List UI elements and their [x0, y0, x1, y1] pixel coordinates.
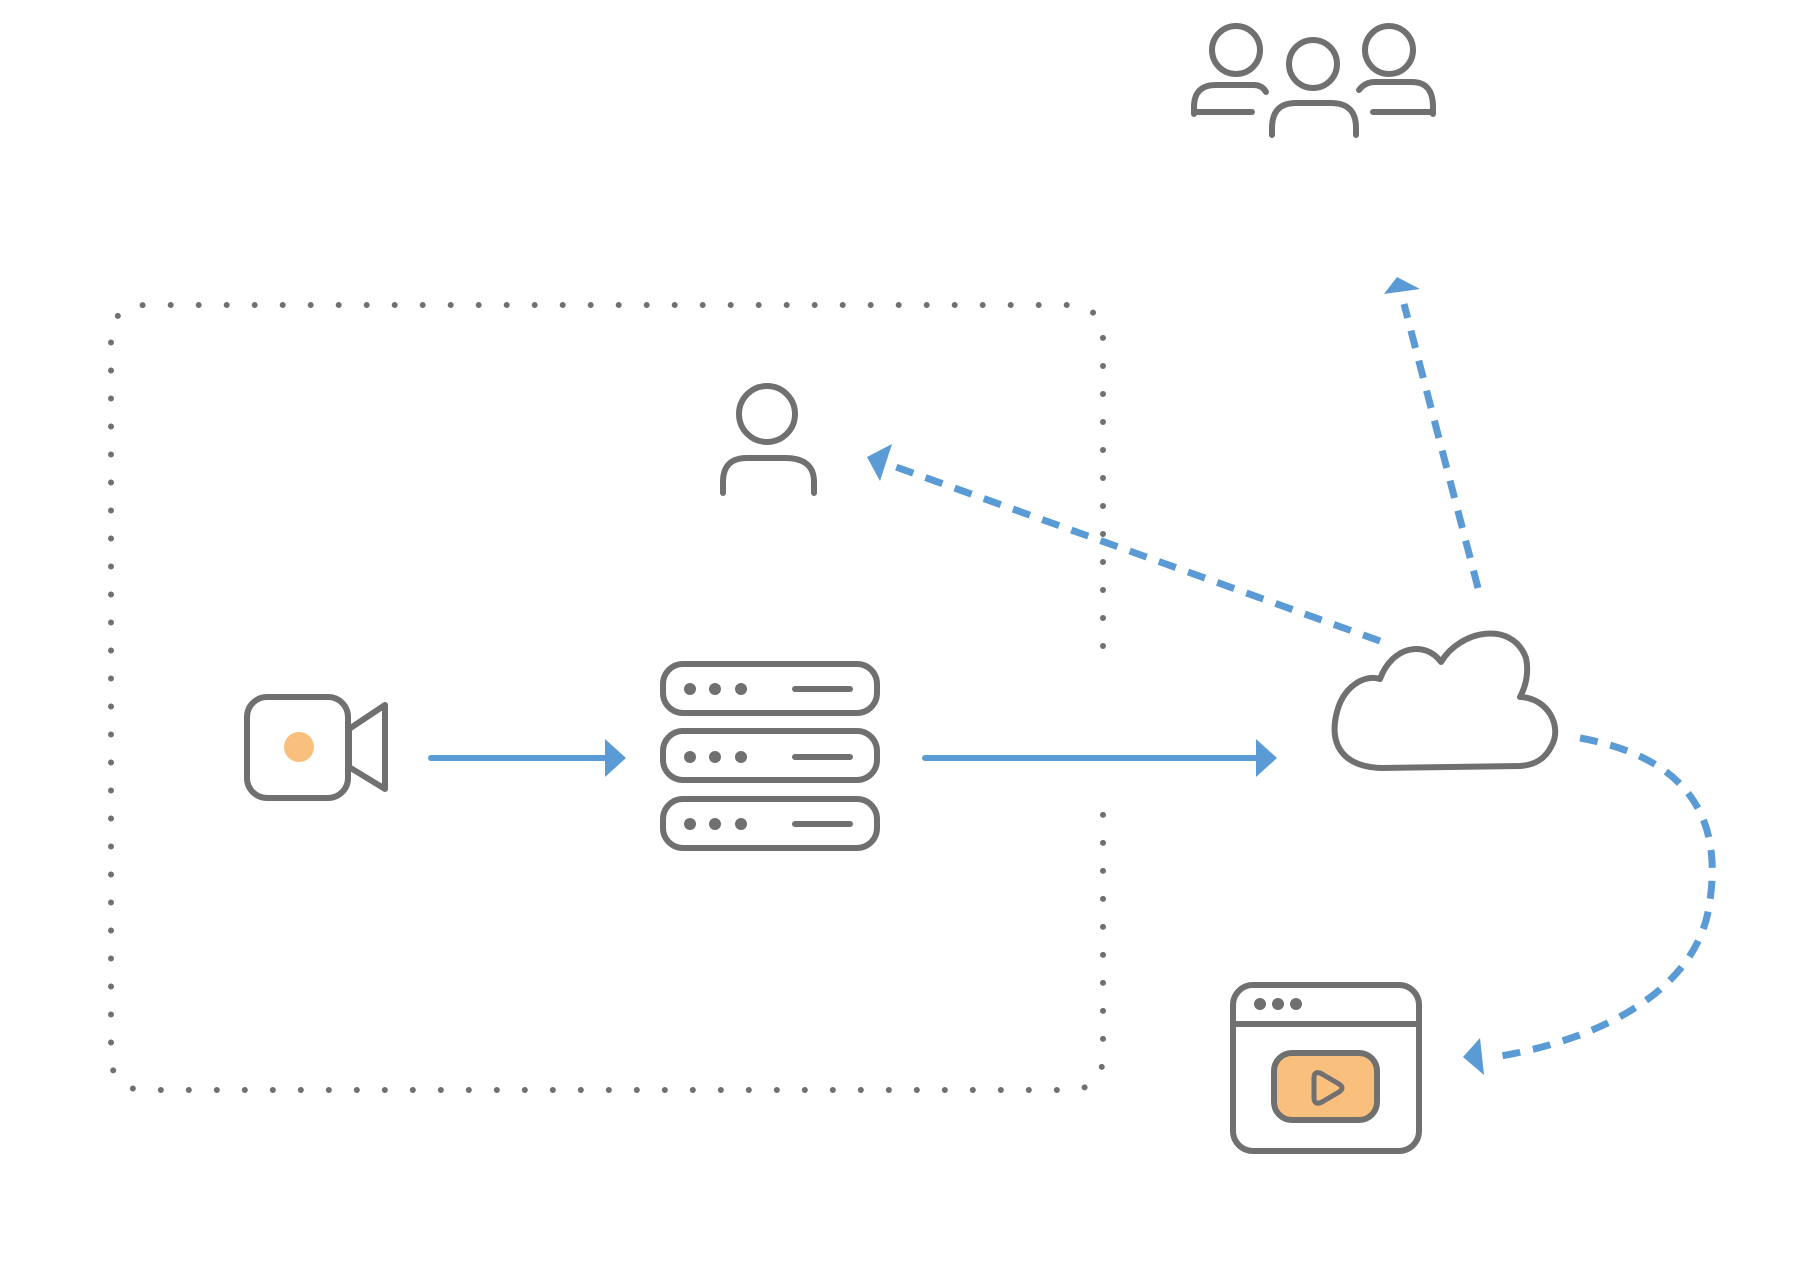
edge-cloud-to-video-player — [1494, 734, 1716, 1061]
user-icon — [720, 383, 817, 496]
arrowhead-cloud-to-user — [867, 444, 892, 481]
cloud-icon — [1331, 630, 1559, 771]
edge-cloud-to-user — [894, 463, 1382, 645]
arrowhead-camera-to-server — [605, 739, 626, 777]
browser-video-player-icon — [1230, 982, 1422, 1154]
local-network-boundary — [108, 302, 1106, 1093]
edge-cloud-to-user-group — [1400, 303, 1482, 589]
users-group-icon — [1191, 23, 1436, 138]
server-stack-icon — [660, 661, 880, 851]
arrowhead-cloud-to-video-player — [1463, 1038, 1484, 1075]
arrowhead-server-to-cloud — [1256, 739, 1277, 777]
video-camera-icon — [244, 694, 388, 801]
arrowhead-cloud-to-user-group — [1384, 277, 1420, 294]
